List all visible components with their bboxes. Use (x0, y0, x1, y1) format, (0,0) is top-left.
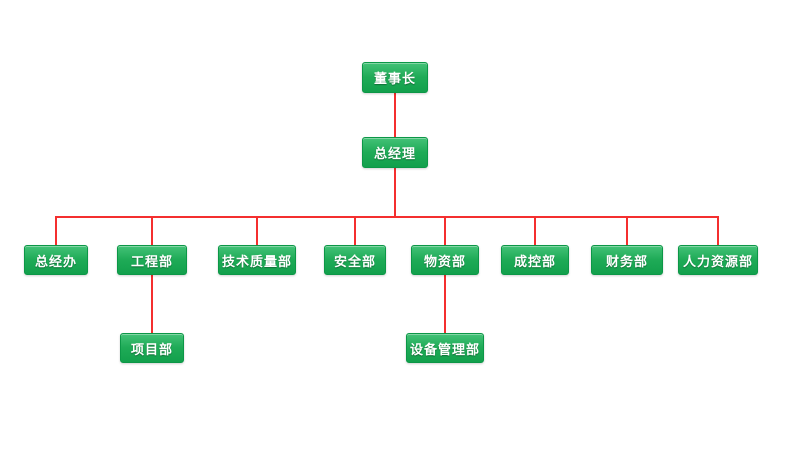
connector-engineering-project (151, 275, 153, 333)
connector-drop-general-manager-office (55, 216, 57, 245)
connector-drop-human-resources (717, 216, 719, 245)
connector-drop-tech-quality (256, 216, 258, 245)
org-node-human-resources: 人力资源部 (678, 245, 758, 275)
org-node-general-manager: 总经理 (362, 137, 428, 168)
connector-drop-materials (444, 216, 446, 245)
org-node-tech-quality: 技术质量部 (218, 245, 296, 275)
org-node-equipment-management: 设备管理部 (406, 333, 484, 363)
connector-drop-finance (626, 216, 628, 245)
connector-chairman-gm (394, 93, 396, 137)
connector-horizontal-bar (55, 216, 719, 218)
connector-drop-safety (354, 216, 356, 245)
org-node-project: 项目部 (120, 333, 184, 363)
connector-drop-cost-control (534, 216, 536, 245)
org-node-engineering: 工程部 (117, 245, 187, 275)
org-node-general-manager-office: 总经办 (24, 245, 88, 275)
connector-drop-engineering (151, 216, 153, 245)
org-node-safety: 安全部 (324, 245, 386, 275)
org-node-materials: 物资部 (411, 245, 479, 275)
connector-gm-trunk (394, 168, 396, 216)
org-node-finance: 财务部 (591, 245, 663, 275)
org-node-cost-control: 成控部 (501, 245, 569, 275)
connector-materials-equipment (444, 275, 446, 333)
org-node-chairman: 董事长 (362, 62, 428, 93)
